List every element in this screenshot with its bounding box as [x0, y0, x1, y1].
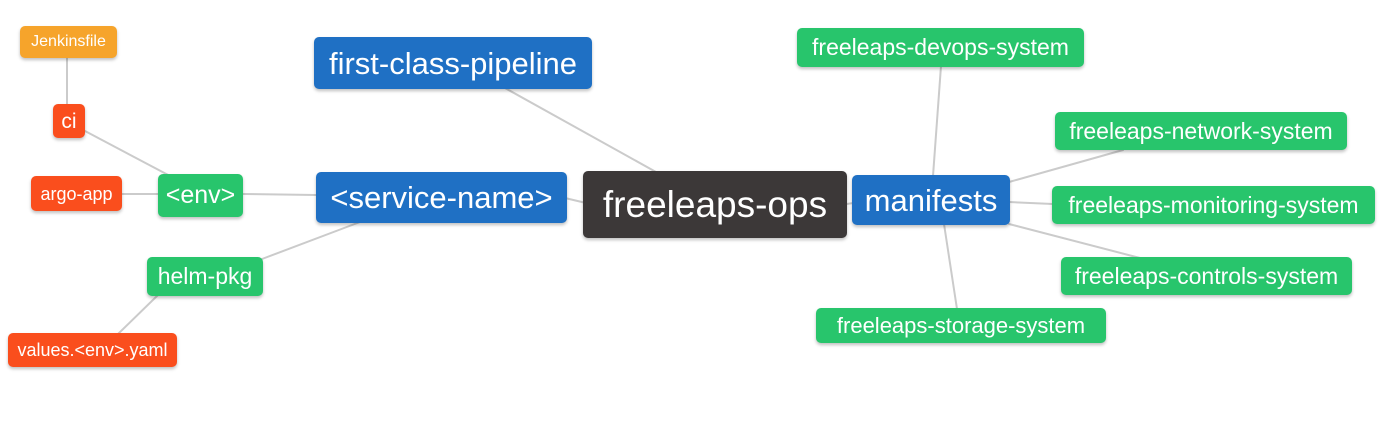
- node-freeleaps-devops-system[interactable]: freeleaps-devops-system: [797, 28, 1084, 67]
- node-manifests[interactable]: manifests: [852, 175, 1010, 225]
- edge-manifests-controls: [1008, 223, 1141, 259]
- edge-manifests-devops: [932, 65, 942, 177]
- edge-manifests-network: [1008, 149, 1124, 183]
- node-freeleaps-monitoring-system[interactable]: freeleaps-monitoring-system: [1052, 186, 1375, 224]
- edge-manifests-storage: [943, 223, 958, 310]
- edge-ci-env: [84, 130, 173, 178]
- node-helm-pkg[interactable]: helm-pkg: [147, 257, 263, 296]
- node-service-name[interactable]: <service-name>: [316, 172, 567, 223]
- edge-manifests-monitoring: [1008, 201, 1054, 205]
- node-ci[interactable]: ci: [53, 104, 85, 138]
- node-values-env-yaml[interactable]: values.<env>.yaml: [8, 333, 177, 367]
- node-env[interactable]: <env>: [158, 174, 243, 217]
- node-freeleaps-network-system[interactable]: freeleaps-network-system: [1055, 112, 1347, 150]
- edge-pipeline-ops: [504, 87, 657, 173]
- edge-env-service-name: [242, 193, 317, 196]
- node-argo-app[interactable]: argo-app: [31, 176, 122, 211]
- node-freeleaps-ops[interactable]: freeleaps-ops: [583, 171, 847, 238]
- node-jenkinsfile[interactable]: Jenkinsfile: [20, 26, 117, 58]
- node-freeleaps-controls-system[interactable]: freeleaps-controls-system: [1061, 257, 1352, 295]
- edge-helm-pkg-values: [117, 294, 159, 335]
- node-first-class-pipeline[interactable]: first-class-pipeline: [314, 37, 592, 89]
- edge-service-name-ops: [564, 197, 587, 204]
- node-freeleaps-storage-system[interactable]: freeleaps-storage-system: [816, 308, 1106, 343]
- edge-service-name-helm-pkg: [261, 221, 361, 260]
